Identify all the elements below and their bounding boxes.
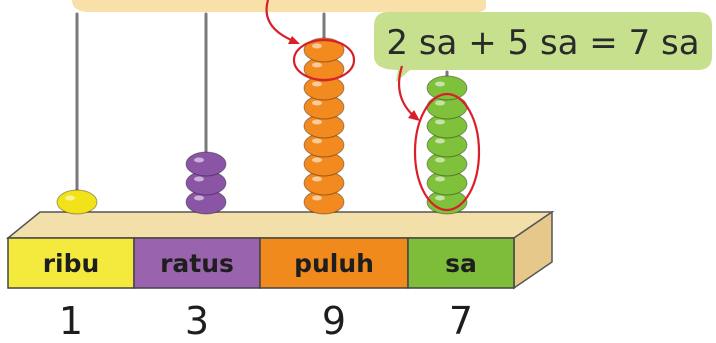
bead-shine — [312, 176, 322, 182]
digit-sa: 7 — [449, 299, 473, 343]
bead-shine — [312, 43, 322, 49]
beads-ribu — [56, 189, 98, 215]
place-label-puluh: puluh — [294, 249, 374, 278]
beads-puluh — [303, 37, 345, 215]
digit-puluh: 9 — [322, 299, 346, 343]
bead-shine — [312, 119, 322, 125]
digit-row: 1 3 9 7 — [59, 299, 473, 343]
beads-ratus — [185, 151, 227, 215]
bead-shine — [312, 195, 322, 201]
bead-shine — [312, 157, 322, 163]
bead-shine — [194, 195, 204, 201]
beads-sa — [426, 75, 468, 215]
highlight-sa-beads — [413, 92, 481, 212]
bead-shine — [312, 62, 322, 68]
label-box-sa — [407, 237, 515, 289]
digit-ribu: 1 — [59, 299, 83, 343]
bead-ribu — [56, 189, 98, 215]
bead-sa — [426, 75, 468, 101]
bead-shine — [194, 176, 204, 182]
place-label-ratus: ratus — [160, 249, 234, 278]
bead-shine — [435, 138, 445, 144]
cropped-callout-bubble — [72, 0, 486, 12]
abacus-base-top — [5, 211, 555, 239]
place-label-ribu: ribu — [43, 249, 100, 278]
place-label-sa: sa — [445, 249, 477, 278]
bead-shine — [435, 100, 445, 106]
bead-shine — [435, 119, 445, 125]
arrow-to-puluh-head — [288, 36, 300, 44]
arrow-to-sa-head — [408, 110, 420, 121]
bead-shine — [312, 81, 322, 87]
bead-shine — [194, 157, 204, 163]
equation-callout-bubble — [374, 12, 712, 82]
bead-shine — [435, 176, 445, 182]
label-box-puluh — [259, 237, 409, 289]
label-box-ribu — [7, 237, 135, 289]
bead-shine — [435, 195, 445, 201]
bead-groups — [56, 37, 468, 215]
equation-text: 2 sa + 5 sa = 7 sa — [386, 23, 699, 63]
highlight-top-puluh-bead — [292, 38, 356, 82]
bead-shine — [312, 100, 322, 106]
equation-callout: 2 sa + 5 sa = 7 sa — [374, 12, 712, 82]
highlight-ellipses — [292, 38, 481, 212]
bead-shine — [435, 81, 445, 87]
bead-ratus — [185, 151, 227, 177]
highlight-arrows — [265, 0, 420, 121]
bead-shine — [65, 195, 75, 201]
abacus-base: ribu ratus puluh sa — [5, 210, 555, 290]
bead-shine — [312, 138, 322, 144]
label-box-ratus — [133, 237, 261, 289]
digit-ratus: 3 — [185, 299, 209, 343]
bead-shine — [435, 157, 445, 163]
